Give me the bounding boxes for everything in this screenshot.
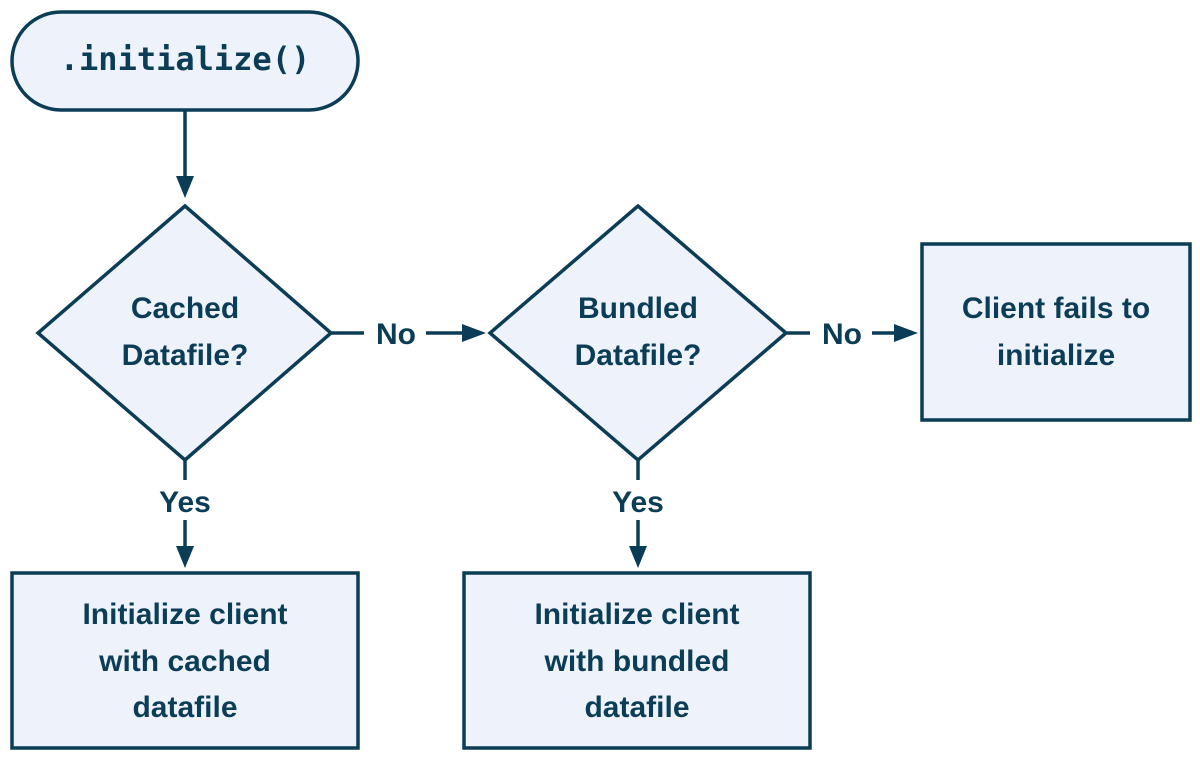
edge-bundled-yes-label: Yes bbox=[612, 486, 664, 519]
arrow-head-icon bbox=[629, 546, 647, 568]
edge-bundled-yes: Yes bbox=[612, 460, 664, 568]
decision-bundled: Bundled Datafile? bbox=[487, 203, 789, 463]
decision-bundled-line1: Bundled bbox=[578, 292, 698, 325]
outcome-fail-line2: initialize bbox=[997, 339, 1115, 372]
start-node-label: .initialize() bbox=[60, 40, 310, 78]
outcome-bundled-line1: Initialize client bbox=[534, 598, 739, 631]
outcome-bundled-line2: with bundled bbox=[544, 645, 730, 678]
outcome-fail-line1: Client fails to bbox=[962, 292, 1150, 325]
start-node: .initialize() bbox=[10, 10, 360, 112]
outcome-cached-line3: datafile bbox=[132, 691, 237, 724]
outcome-bundled-shape bbox=[462, 571, 812, 750]
outcome-fail-shape bbox=[920, 242, 1192, 422]
outcome-cached-line2: with cached bbox=[98, 645, 271, 678]
arrow-head-icon bbox=[462, 324, 486, 342]
decision-cached-line2: Datafile? bbox=[122, 339, 249, 372]
edge-cached-no: No bbox=[331, 318, 486, 351]
arrow-head-icon bbox=[176, 546, 194, 568]
edge-bundled-no-label: No bbox=[822, 318, 862, 351]
decision-bundled-shape bbox=[487, 203, 789, 463]
edge-cached-yes: Yes bbox=[159, 460, 211, 568]
outcome-fail: Client fails to initialize bbox=[920, 242, 1192, 422]
arrow-head-icon bbox=[176, 176, 194, 198]
edge-bundled-no: No bbox=[786, 318, 918, 351]
edge-cached-yes-label: Yes bbox=[159, 486, 211, 519]
arrow-head-icon bbox=[894, 324, 918, 342]
outcome-cached: Initialize client with cached datafile bbox=[10, 571, 360, 750]
outcome-bundled-line3: datafile bbox=[584, 691, 689, 724]
arrow-start-to-cached bbox=[176, 110, 194, 198]
decision-bundled-line2: Datafile? bbox=[575, 339, 702, 372]
outcome-bundled: Initialize client with bundled datafile bbox=[462, 571, 812, 750]
decision-cached-line1: Cached bbox=[131, 292, 239, 325]
outcome-cached-shape bbox=[10, 571, 360, 750]
edge-cached-no-label: No bbox=[376, 318, 416, 351]
decision-cached-shape bbox=[35, 203, 334, 463]
outcome-cached-line1: Initialize client bbox=[82, 598, 287, 631]
decision-cached: Cached Datafile? bbox=[35, 203, 334, 463]
